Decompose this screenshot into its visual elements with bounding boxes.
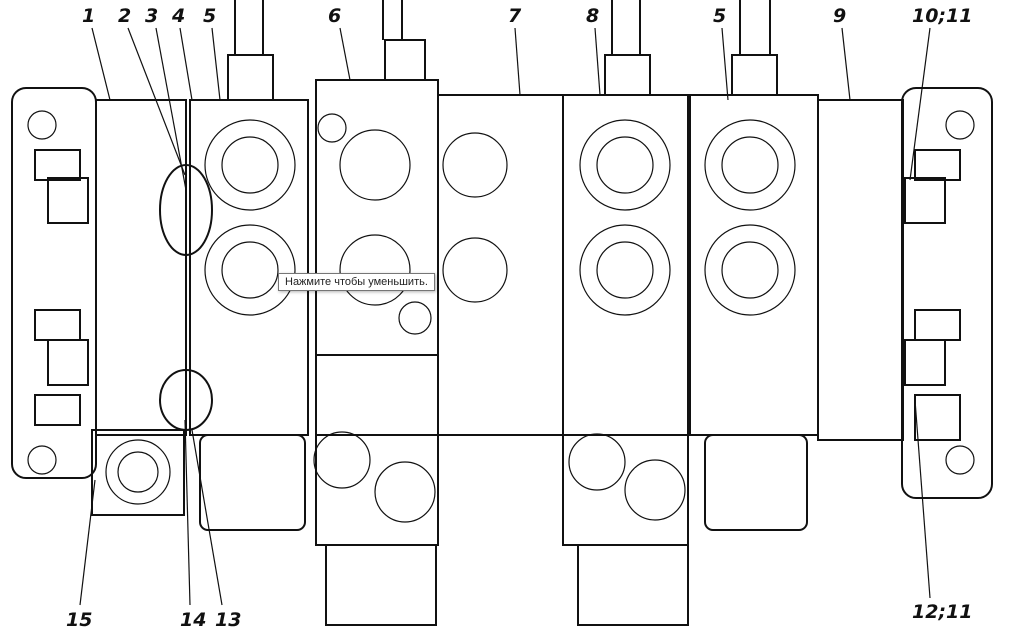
- callout-5b: 5: [713, 5, 726, 27]
- callout-5: 5: [203, 5, 216, 27]
- callout-8: 8: [586, 5, 599, 27]
- callout-10-11: 10;11: [912, 5, 972, 27]
- callout-14: 14: [180, 609, 206, 631]
- callout-1: 1: [82, 5, 95, 27]
- callout-3: 3: [145, 5, 158, 27]
- callout-9: 9: [833, 5, 846, 27]
- callout-15: 15: [66, 609, 92, 631]
- callout-6: 6: [328, 5, 341, 27]
- callout-13: 13: [215, 609, 241, 631]
- callout-7: 7: [508, 5, 522, 27]
- callout-4: 4: [171, 5, 185, 27]
- left-end-plate: [11, 87, 97, 479]
- callout-2: 2: [118, 5, 131, 27]
- tooltip: Нажмите чтобы уменьшить.: [278, 273, 435, 291]
- callout-12-11: 12;11: [912, 601, 972, 623]
